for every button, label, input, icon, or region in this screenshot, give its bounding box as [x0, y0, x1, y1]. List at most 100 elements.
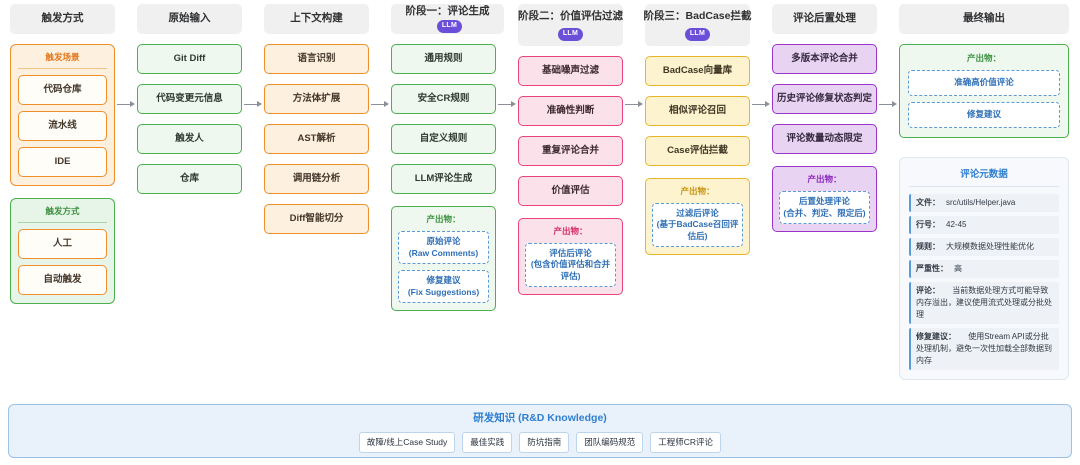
node-auto-trigger[interactable]: 自动触发 [18, 265, 107, 295]
knowledge-title: 研发知识 (R&D Knowledge) [473, 411, 607, 424]
column-final-output: 产出物： 准确高价值评论 修复建议 [899, 44, 1069, 138]
node-trigger-person[interactable]: 触发人 [137, 124, 242, 154]
trigger-scenario-group: 触发场景 代码仓库 流水线 IDE [10, 44, 115, 186]
node-accuracy-judge[interactable]: 准确性判断 [518, 96, 623, 126]
output-title: 产出物： [553, 226, 588, 236]
metadata-value: 大规模数据处理性能优化 [946, 242, 1034, 251]
knowledge-tag-pitfall-guide[interactable]: 防坑指南 [519, 431, 570, 453]
node-security-cr-rules[interactable]: 安全CR规则 [391, 84, 496, 114]
arrow-stage1-to-stage2 [498, 99, 516, 109]
metadata-key: 文件： [916, 198, 940, 207]
metadata-row-rule: 规则： 大规模数据处理性能优化 [909, 238, 1059, 256]
column-header-label: 阶段二：价值评估过滤 [518, 10, 623, 23]
column-header-raw-input: 原始输入 [137, 4, 242, 34]
node-multiversion-merge[interactable]: 多版本评论合并 [772, 44, 877, 74]
column-header-label: 最终输出 [963, 12, 1005, 25]
metadata-row-severity: 严重性： 高 [909, 260, 1059, 278]
node-manual[interactable]: 人工 [18, 229, 107, 259]
column-context: 语言识别 方法体扩展 AST解析 调用链分析 Diff智能切分 [264, 44, 369, 234]
llm-badge: LLM [436, 19, 463, 33]
group-title: 触发场景 [18, 51, 107, 69]
arrow-context-to-stage1 [371, 99, 389, 109]
arrow-stage3-to-post [752, 99, 770, 109]
knowledge-tag-engineer-cr-comments[interactable]: 工程师CR评论 [650, 431, 722, 453]
arrow-raw-input-to-context [244, 99, 262, 109]
column-header-stage2: 阶段二：价值评估过滤 LLM [518, 4, 623, 46]
llm-badge: LLM [684, 27, 711, 41]
column-header-label: 触发方式 [41, 12, 84, 25]
node-dedupe-merge[interactable]: 重复评论合并 [518, 136, 623, 166]
node-case-block[interactable]: Case评估拦截 [645, 136, 750, 166]
knowledge-tag-best-practice[interactable]: 最佳实践 [462, 431, 513, 453]
node-noise-filter[interactable]: 基础噪声过滤 [518, 56, 623, 86]
column-header-post-process: 评论后置处理 [772, 4, 877, 34]
metadata-key: 行号： [916, 220, 940, 229]
node-comment-count-limit[interactable]: 评论数量动态限定 [772, 124, 877, 154]
metadata-value: 高 [954, 264, 962, 273]
column-header-stage1: 阶段一：评论生成LLM [391, 4, 504, 34]
node-similar-recall[interactable]: 相似评论召回 [645, 96, 750, 126]
stage3-output-block: 产出物： 过滤后评论 (基于BadCase召回评估后) [645, 178, 750, 255]
arrow-trigger-to-raw-input [117, 99, 135, 109]
output-title: 产出物： [426, 214, 461, 224]
column-stage3: BadCase向量库 相似评论召回 Case评估拦截 产出物： 过滤后评论 (基… [645, 56, 750, 255]
stage1-output-block: 产出物： 原始评论 (Raw Comments) 修复建议 (Fix Sugge… [391, 206, 496, 311]
node-code-repo[interactable]: 代码仓库 [18, 75, 107, 105]
node-history-fix-state[interactable]: 历史评论修复状态判定 [772, 84, 877, 114]
node-badcase-vector-db[interactable]: BadCase向量库 [645, 56, 750, 86]
node-method-expand[interactable]: 方法体扩展 [264, 84, 369, 114]
column-stage1: 通用规则 安全CR规则 自定义规则 LLM评论生成 产出物： 原始评论 (Raw… [391, 44, 496, 311]
metadata-key: 规则： [916, 242, 940, 251]
node-git-diff[interactable]: Git Diff [137, 44, 242, 74]
node-custom-rules[interactable]: 自定义规则 [391, 124, 496, 154]
output-fix-suggestions: 修复建议 [908, 102, 1060, 128]
metadata-key: 严重性： [916, 264, 948, 273]
metadata-key: 修复建议： [916, 332, 956, 341]
column-header-final-output: 最终输出 [899, 4, 1069, 34]
node-change-metadata[interactable]: 代码变更元信息 [137, 84, 242, 114]
column-stage2: 基础噪声过滤 准确性判断 重复评论合并 价值评估 产出物： 评估后评论 (包含价… [518, 56, 623, 295]
output-filtered-comments: 过滤后评论 (基于BadCase召回评估后) [652, 203, 743, 247]
node-llm-comment-gen[interactable]: LLM评论生成 [391, 164, 496, 194]
comment-metadata-card: 评论元数据 文件： src/utils/Helper.java 行号： 42-4… [899, 157, 1069, 380]
rnd-knowledge-bar: 研发知识 (R&D Knowledge) 故障/线上Case Study 最佳实… [8, 404, 1072, 458]
arrow-stage2-to-stage3 [625, 99, 643, 109]
final-output-block: 产出物： 准确高价值评论 修复建议 [899, 44, 1069, 138]
output-title: 产出物： [680, 186, 715, 196]
metadata-row-comment: 评论： 当前数据处理方式可能导致内存溢出，建议使用流式处理或分批处理 [909, 282, 1059, 324]
metadata-key: 评论： [916, 286, 940, 295]
node-repository[interactable]: 仓库 [137, 164, 242, 194]
node-value-assessment[interactable]: 价值评估 [518, 176, 623, 206]
column-post-process: 多版本评论合并 历史评论修复状态判定 评论数量动态限定 产出物： 后置处理评论 … [772, 44, 877, 232]
column-header-context: 上下文构建 [264, 4, 369, 34]
knowledge-tag-list: 故障/线上Case Study 最佳实践 防坑指南 团队编码规范 工程师CR评论 [358, 431, 722, 453]
column-header-label: 原始输入 [168, 12, 211, 25]
metadata-title: 评论元数据 [909, 166, 1059, 187]
column-trigger: 触发场景 代码仓库 流水线 IDE 触发方式 人工 自动触发 [10, 44, 115, 304]
node-pipeline[interactable]: 流水线 [18, 111, 107, 141]
group-title: 触发方式 [18, 205, 107, 223]
output-assessed-comments: 评估后评论 (包含价值评估和合并评估) [525, 243, 616, 287]
knowledge-tag-case-study[interactable]: 故障/线上Case Study [358, 431, 456, 453]
output-raw-comments: 原始评论 (Raw Comments) [398, 231, 489, 264]
node-diff-split[interactable]: Diff智能切分 [264, 204, 369, 234]
metadata-row-file: 文件： src/utils/Helper.java [909, 194, 1059, 212]
node-language-detect[interactable]: 语言识别 [264, 44, 369, 74]
output-post-processed-comments: 后置处理评论 (合并、判定、限定后) [779, 191, 870, 224]
metadata-row-fix-suggestion: 修复建议： 使用Stream API或分批处理机制，避免一次性加载全部数据到内存 [909, 328, 1059, 370]
llm-badge: LLM [557, 27, 584, 41]
node-ide[interactable]: IDE [18, 147, 107, 177]
node-ast-parse[interactable]: AST解析 [264, 124, 369, 154]
column-header-row: 触发方式 原始输入 上下文构建 阶段一：评论生成LLM 阶段二：价值评估过滤 L… [0, 0, 1080, 46]
output-fix-suggestions: 修复建议 (Fix Suggestions) [398, 270, 489, 303]
post-output-block: 产出物： 后置处理评论 (合并、判定、限定后) [772, 166, 877, 232]
metadata-row-lines: 行号： 42-45 [909, 216, 1059, 234]
knowledge-tag-team-coding-standard[interactable]: 团队编码规范 [576, 431, 644, 453]
metadata-value: 42-45 [946, 220, 967, 229]
column-header-trigger: 触发方式 [10, 4, 115, 34]
node-call-chain[interactable]: 调用链分析 [264, 164, 369, 194]
output-title: 产出物： [807, 174, 842, 184]
column-raw-input: Git Diff 代码变更元信息 触发人 仓库 [137, 44, 242, 194]
node-general-rules[interactable]: 通用规则 [391, 44, 496, 74]
